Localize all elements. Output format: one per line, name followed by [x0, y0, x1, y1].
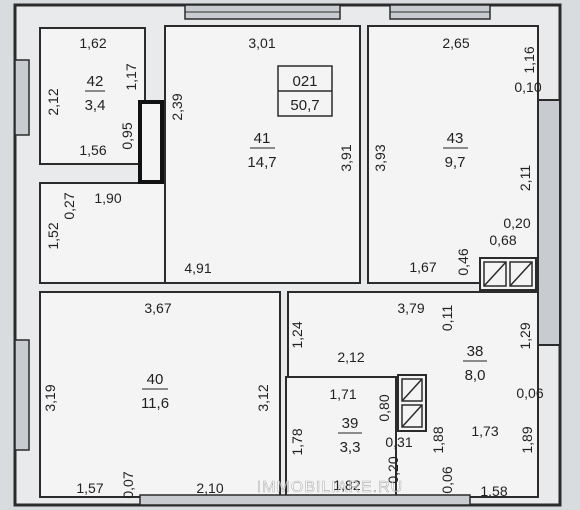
dim-label: 4,91: [184, 260, 211, 276]
dim-label: 2,12: [337, 349, 364, 365]
dim-label: 0,27: [61, 192, 77, 219]
shaft-cross: [483, 261, 507, 287]
dim-label: 3,12: [255, 384, 271, 411]
window-left-top: [14, 59, 30, 136]
dim-label: 1,88: [430, 426, 446, 453]
watermark: IMMOBILIARE.RU: [257, 479, 403, 496]
room-42-area-label: 3,4: [85, 97, 106, 114]
shaft-cross: [401, 404, 423, 428]
shaft-cell: [401, 404, 423, 428]
dim-label: 1,90: [94, 190, 121, 206]
dim-label: 0,68: [489, 232, 516, 248]
dim-label: 3,19: [42, 384, 58, 411]
room-40-area-label: 11,6: [141, 395, 169, 412]
dim-label: 3,93: [372, 144, 388, 171]
dim-label: 2,11: [517, 165, 533, 191]
shaft-cell: [483, 261, 507, 287]
dim-label: 2,65: [442, 35, 469, 51]
room-39-area: [285, 376, 397, 498]
dim-label: 1,17: [123, 63, 139, 90]
dim-label: 3,79: [397, 300, 424, 316]
dim-label: 2,12: [45, 88, 61, 115]
room-41-area-label: 14,7: [247, 154, 276, 171]
room-38-id: 38: [467, 343, 484, 360]
ventilation-duct: [138, 100, 164, 184]
window-left-bottom: [14, 339, 30, 451]
dim-label: 1,24: [289, 321, 305, 348]
shaft-block-upper: [479, 257, 537, 291]
room-42-area: [39, 27, 146, 165]
dim-label: 0,11: [439, 305, 455, 331]
room-39-id: 39: [342, 415, 359, 432]
dim-label: 3,67: [144, 300, 171, 316]
dim-label: 2,39: [169, 93, 185, 120]
dim-label: 0,06: [439, 466, 455, 493]
dim-label: 0,07: [120, 471, 136, 498]
dim-label: 0,95: [119, 122, 135, 149]
corridor-area: [39, 182, 166, 284]
dim-label: 0,10: [514, 79, 541, 95]
dim-label: 1,62: [79, 35, 106, 51]
dim-label: 1,56: [79, 142, 106, 158]
dim-label: 1,71: [329, 386, 356, 402]
window-bottom: [139, 494, 471, 506]
dim-label: 0,46: [455, 248, 471, 275]
dim-label: 1,82: [333, 477, 360, 493]
room-41-id: 41: [254, 130, 271, 147]
shaft-cross: [509, 261, 533, 287]
room-39-area-label: 3,3: [340, 439, 361, 456]
dim-label: 1,73: [471, 423, 498, 439]
dim-label: 0,20: [503, 215, 530, 231]
dim-label: 1,29: [517, 322, 533, 349]
dim-label: 1,89: [519, 426, 535, 453]
balcony-strip: [537, 99, 561, 346]
dim-label: 0,31: [385, 434, 412, 450]
apartment-number: 021: [292, 73, 317, 90]
shaft-cell: [509, 261, 533, 287]
dim-label: 1,78: [289, 428, 305, 455]
dim-label: 3,91: [338, 144, 354, 171]
room-40-id: 40: [147, 371, 164, 388]
dim-label: 1,52: [45, 222, 61, 249]
dim-label: 1,67: [409, 259, 436, 275]
dim-label: 2,10: [196, 480, 223, 496]
dim-label: 0,20: [385, 456, 401, 483]
room-43-area-label: 9,7: [445, 154, 466, 171]
apartment-total-area: 50,7: [290, 97, 319, 114]
room-43-id: 43: [447, 130, 464, 147]
dim-label: 1,58: [480, 483, 507, 499]
room-43-area: [367, 25, 539, 284]
dim-label: 1,57: [76, 480, 103, 496]
dim-label: 1,16: [521, 46, 537, 73]
outer-wall: [13, 3, 562, 507]
room-42-id: 42: [87, 73, 104, 90]
room-38-area-label: 8,0: [465, 367, 486, 384]
dim-label: 0,80: [376, 394, 392, 421]
shaft-cross: [401, 378, 423, 402]
shaft-cell: [401, 378, 423, 402]
dim-label: 0,06: [516, 385, 543, 401]
dim-label: 3,01: [248, 35, 275, 51]
